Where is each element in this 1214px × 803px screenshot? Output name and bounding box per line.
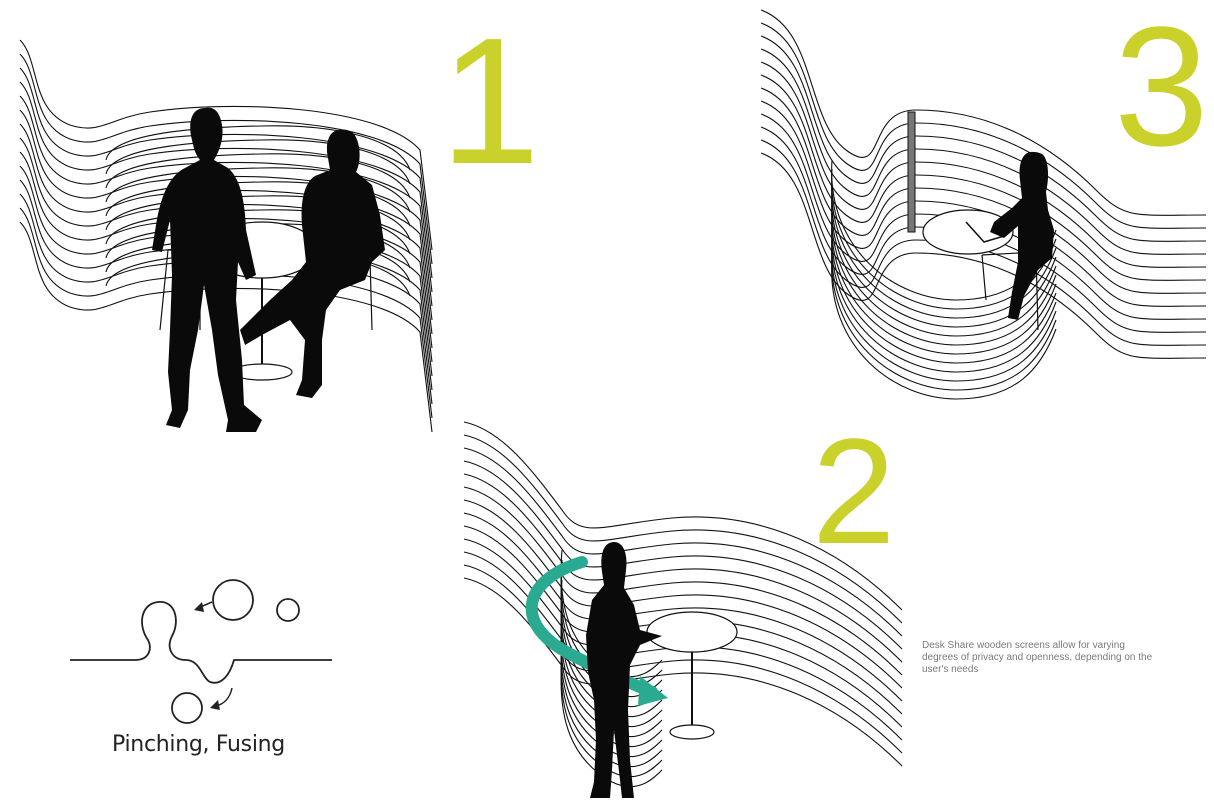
screen-post: [908, 112, 915, 232]
screen-illustration-2: 2: [462, 410, 922, 803]
screen-drawing-1: [0, 0, 440, 440]
panel-number-1: 1: [440, 12, 540, 192]
arrow-pinching-head: [210, 700, 220, 710]
caption-text: Desk Share wooden screens allow for vary…: [922, 640, 1154, 676]
pinching-fusing-drawing: [60, 560, 350, 730]
pinching-fusing-diagram: Pinching, Fusing: [60, 560, 350, 770]
table-base: [670, 725, 714, 739]
rotation-arrowhead: [638, 676, 668, 706]
table-top: [647, 612, 737, 652]
screen-illustration-3: 3: [756, 0, 1214, 410]
circle-bottom: [172, 693, 202, 723]
circle-large: [213, 580, 253, 620]
pinching-curve: [70, 602, 332, 683]
diagram-label: Pinching, Fusing: [112, 732, 285, 757]
panel-number-3: 3: [1114, 2, 1209, 172]
circle-small: [277, 599, 299, 621]
person-silhouette-standing: [152, 108, 262, 432]
screen-illustration-1: 1: [0, 0, 440, 440]
panel-number-2: 2: [812, 416, 895, 566]
screen-slat: [761, 153, 1206, 358]
arrow-fusing-head: [194, 602, 204, 612]
